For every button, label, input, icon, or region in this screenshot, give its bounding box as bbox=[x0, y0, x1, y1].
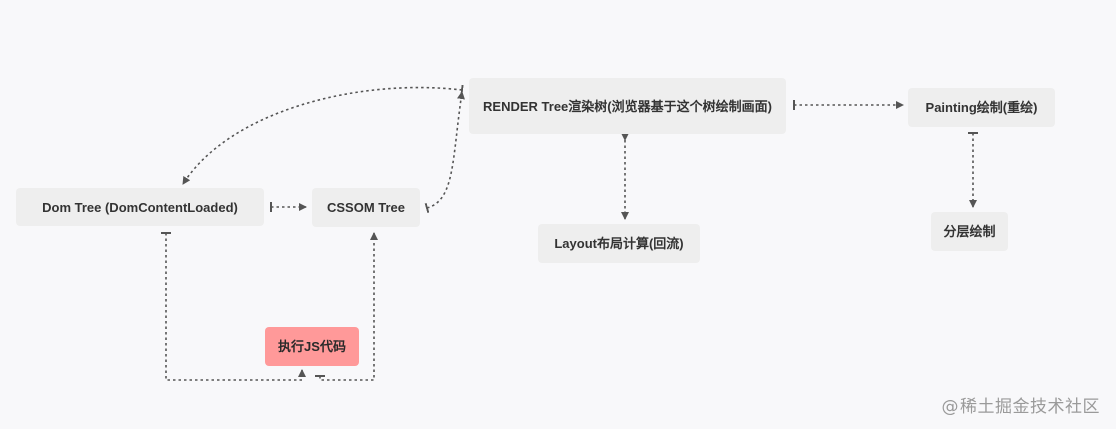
node-dom-tree: Dom Tree (DomContentLoaded) bbox=[16, 188, 264, 226]
node-render-tree-label: RENDER Tree渲染树(浏览器基于这个树绘制画面) bbox=[483, 98, 772, 114]
watermark-symbol: @ bbox=[941, 397, 959, 417]
node-painting-label: Painting绘制(重绘) bbox=[925, 100, 1038, 115]
node-layout: Layout布局计算(回流) bbox=[538, 224, 700, 263]
edge-js-to-cssom bbox=[315, 232, 378, 381]
node-render-tree: RENDER Tree渲染树(浏览器基于这个树绘制画面) bbox=[469, 78, 786, 134]
node-execute-js: 执行JS代码 bbox=[265, 327, 359, 366]
edge-render-to-dom bbox=[182, 84, 464, 185]
node-painting: Painting绘制(重绘) bbox=[908, 88, 1055, 127]
node-layering-label: 分层绘制 bbox=[943, 224, 996, 239]
edge-cssom-to-render bbox=[424, 91, 465, 214]
node-cssom-tree-label: CSSOM Tree bbox=[326, 200, 406, 215]
node-execute-js-label: 执行JS代码 bbox=[278, 339, 346, 354]
node-layout-label: Layout布局计算(回流) bbox=[554, 236, 684, 251]
edge-dom-to-js bbox=[161, 232, 306, 381]
node-dom-tree-label: Dom Tree (DomContentLoaded) bbox=[42, 199, 238, 215]
watermark-text: 稀土掘金技术社区 bbox=[960, 397, 1100, 417]
node-cssom-tree: CSSOM Tree bbox=[312, 188, 420, 227]
watermark: @稀土掘金技术社区 bbox=[942, 392, 1101, 417]
node-layering: 分层绘制 bbox=[931, 212, 1008, 251]
